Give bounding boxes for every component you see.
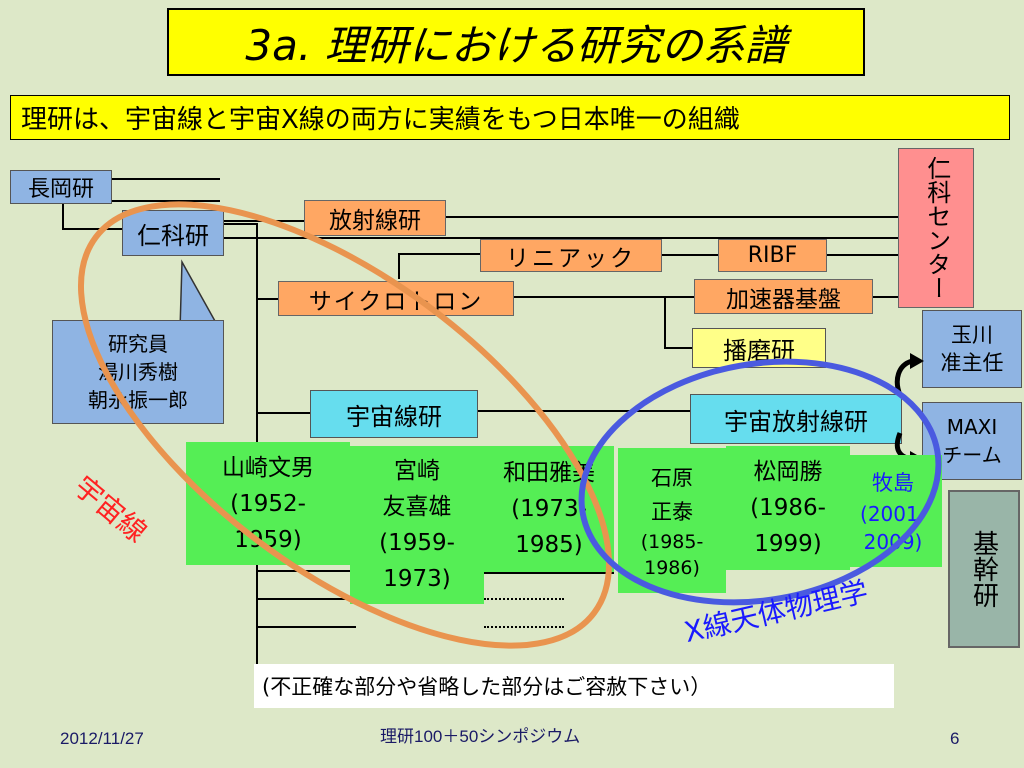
researchers-callout: 研究員 湯川秀樹 朝永振一郎 xyxy=(52,320,224,424)
slide-title: 3a. 理研における研究の系譜 xyxy=(167,8,865,76)
org-housha: 放射線研 xyxy=(304,200,446,236)
slide-subtitle: 理研は、宇宙線と宇宙X線の両方に実績をもつ日本唯一の組織 xyxy=(10,95,1010,140)
scientist-matsuoka: 松岡勝 (1986- 1999) xyxy=(726,446,850,570)
org-kikan: 基幹研 xyxy=(948,490,1020,648)
org-linac: リニアック xyxy=(480,239,662,272)
org-uchusenken: 宇宙線研 xyxy=(310,390,478,438)
org-uchuhousha: 宇宙放射線研 xyxy=(690,394,902,444)
org-tamagawa: 玉川 准主任 xyxy=(922,310,1022,388)
footer-event: 理研100＋50シンポジウム xyxy=(380,727,581,746)
xray-ellipse xyxy=(578,358,942,606)
cosmic-ray-ellipse xyxy=(77,201,613,649)
org-nagaoka: 長岡研 xyxy=(10,170,112,204)
footer-date: 2012/11/27 xyxy=(60,729,144,748)
org-center: 仁科センター xyxy=(898,148,974,308)
page-number: 6 xyxy=(950,729,960,748)
disclaimer-note: (不正確な部分や省略した部分はご容赦下さい） xyxy=(254,664,894,708)
org-ribf: RIBF xyxy=(718,239,827,272)
callout-pointer xyxy=(179,259,221,330)
org-kasoku: 加速器基盤 xyxy=(694,279,873,314)
org-maxi: MAXI チーム xyxy=(922,402,1022,480)
scientist-wada: 和田雅美 (1973- 1985) xyxy=(484,446,614,572)
scientist-ishihara: 石原 正泰 (1985- 1986) xyxy=(618,448,726,593)
scientist-miyazaki: 宮崎 友喜雄 (1959- 1973) xyxy=(350,446,484,604)
org-nishina: 仁科研 xyxy=(122,210,224,256)
